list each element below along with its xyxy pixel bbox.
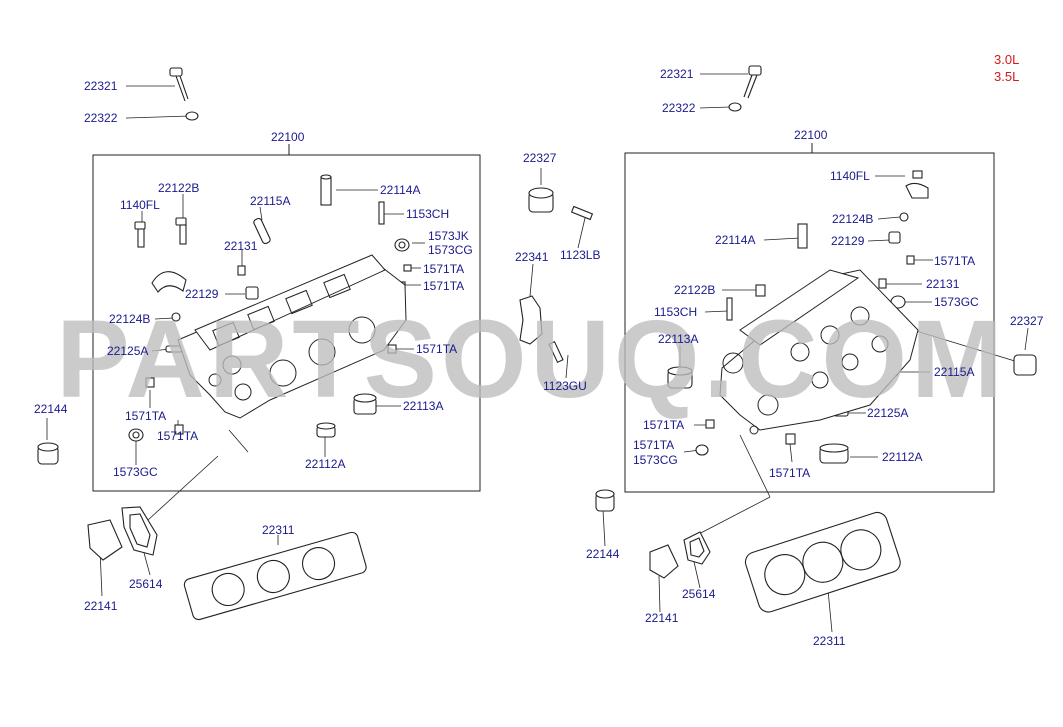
part-label[interactable]: 1123LB [560,248,601,262]
part-label[interactable]: 1571TA [423,262,465,276]
part-label[interactable]: 1153CH [654,305,698,319]
part-label[interactable]: 22131 [224,239,258,253]
part-label[interactable]: 1573JK [428,229,469,243]
part-label[interactable]: 1571TA [643,418,685,432]
right-assembly-label[interactable]: 22100 [794,128,828,142]
part-label[interactable]: 22321 [84,79,118,93]
part-label[interactable]: 22321 [660,67,694,81]
part-label[interactable]: 1573CG [428,243,473,257]
part-label[interactable]: 25614 [682,587,716,601]
part-label[interactable]: 1123GU [543,379,587,393]
part-label[interactable]: 22129 [831,234,865,248]
part-label[interactable]: 25614 [129,577,163,591]
part-label[interactable]: 22311 [262,523,295,537]
part-label[interactable]: 22113A [403,399,444,413]
part-label[interactable]: 22322 [84,111,118,125]
part-label[interactable]: 22124B [832,212,874,226]
part-label[interactable]: 22114A [715,233,756,247]
right-assembly-frame [624,152,995,493]
left-assembly-label[interactable]: 22100 [271,130,305,144]
part-label[interactable]: 1571TA [416,342,458,356]
right-parts [595,65,1037,613]
part-label[interactable]: 1140FL [830,169,870,183]
part-label[interactable]: 1571TA [934,254,976,268]
part-label[interactable]: 22327 [523,151,557,165]
part-label[interactable]: 22144 [34,402,68,416]
part-label[interactable]: 1153CH [406,207,450,221]
part-label[interactable]: 22122B [674,283,716,297]
part-label[interactable]: 1140FL [120,198,160,212]
part-label[interactable]: 22341 [515,250,549,264]
left-cylinder-head [177,254,407,419]
part-label[interactable]: 1571TA [769,466,811,480]
part-label[interactable]: 22129 [185,287,219,301]
part-label[interactable]: 1571TA [423,279,465,293]
part-label[interactable]: 22122B [158,181,200,195]
part-label[interactable]: 1571TA [157,429,199,443]
part-label[interactable]: 22125A [107,344,149,358]
part-label[interactable]: 22322 [662,101,696,115]
part-label[interactable]: 1573GC [113,465,158,479]
part-label[interactable]: 22115A [934,365,975,379]
part-label[interactable]: 22112A [305,457,346,471]
part-label[interactable]: 22124B [109,312,151,326]
part-label[interactable]: 22131 [926,277,960,291]
part-label[interactable]: 22141 [84,599,118,613]
right-cylinder-head [719,269,919,435]
part-label[interactable]: 22144 [586,547,620,561]
part-label[interactable]: 22115A [250,194,291,208]
engine-option-3-0l[interactable]: 3.0L [994,52,1020,67]
part-label[interactable]: 22141 [645,611,679,625]
part-label[interactable]: 22112A [882,450,923,464]
left-parts [37,67,594,621]
engine-option-3-5l[interactable]: 3.5L [994,69,1020,84]
part-label[interactable]: 1571TA [125,409,167,423]
left-assembly-frame [92,154,481,492]
part-label[interactable]: 1571TA [633,438,675,452]
part-label[interactable]: 22327 [1010,314,1044,328]
part-label[interactable]: 22114A [380,183,421,197]
part-label[interactable]: 22311 [813,634,846,648]
part-label[interactable]: 22113A [658,332,699,346]
left-leader-lines [46,85,586,597]
part-label[interactable]: 1573CG [633,453,678,467]
part-label[interactable]: 1573GC [934,295,979,309]
part-label[interactable]: 22125A [867,406,909,420]
